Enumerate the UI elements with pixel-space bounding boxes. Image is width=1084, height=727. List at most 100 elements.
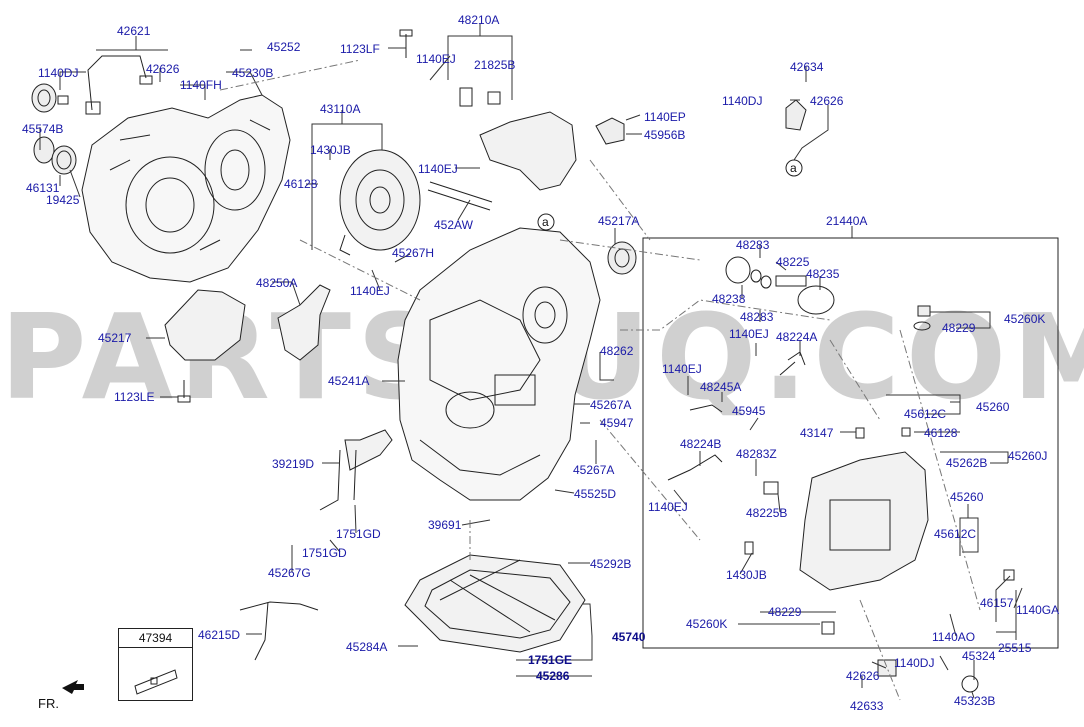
part-label-46128[interactable]: 46128 bbox=[924, 426, 958, 440]
front-arrow bbox=[62, 680, 84, 694]
part-label-45267g[interactable]: 45267G bbox=[268, 566, 311, 580]
part-label-48262[interactable]: 48262 bbox=[600, 344, 634, 358]
part-box-47394[interactable]: 47394 bbox=[118, 628, 193, 701]
part-label-1430jb[interactable]: 1430JB bbox=[726, 568, 767, 582]
part-label-45947[interactable]: 45947 bbox=[600, 416, 634, 430]
part-label-45612c[interactable]: 45612C bbox=[934, 527, 977, 541]
part-label-46157[interactable]: 46157 bbox=[980, 596, 1014, 610]
part-label-45324[interactable]: 45324 bbox=[962, 649, 996, 663]
part-label-1751ge[interactable]: 1751GE bbox=[528, 653, 573, 667]
part-label-48224a[interactable]: 48224A bbox=[776, 330, 818, 344]
part-label-45252[interactable]: 45252 bbox=[267, 40, 301, 54]
part-label-45945[interactable]: 45945 bbox=[732, 404, 766, 418]
part-label-48210a[interactable]: 48210A bbox=[458, 13, 500, 27]
part-label-46128[interactable]: 46128 bbox=[284, 177, 318, 191]
part-label-45230b[interactable]: 45230B bbox=[232, 66, 274, 80]
part-label-48235[interactable]: 48235 bbox=[806, 267, 840, 281]
callout-a-case-letter: a bbox=[542, 215, 549, 229]
part-label-1430jb[interactable]: 1430JB bbox=[310, 143, 351, 157]
part-label-1123le[interactable]: 1123LE bbox=[114, 390, 155, 404]
part-label-42626[interactable]: 42626 bbox=[846, 669, 880, 683]
part-label-1140ep[interactable]: 1140EP bbox=[644, 110, 686, 124]
part-label-45262b[interactable]: 45262B bbox=[946, 456, 988, 470]
part-label-42633[interactable]: 42633 bbox=[850, 699, 884, 713]
part-label-43110a[interactable]: 43110A bbox=[320, 102, 361, 116]
part-label-1140dj[interactable]: 1140DJ bbox=[894, 656, 935, 670]
part-label-1751gd[interactable]: 1751GD bbox=[336, 527, 381, 541]
part-label-45260[interactable]: 45260 bbox=[950, 490, 984, 504]
part-label-48283[interactable]: 48283 bbox=[740, 310, 774, 324]
part-label-1140ga[interactable]: 1140GA bbox=[1016, 603, 1060, 617]
part-label-47394: 47394 bbox=[119, 629, 192, 648]
oil-pan bbox=[404, 554, 586, 653]
part-label-1140dj[interactable]: 1140DJ bbox=[722, 94, 763, 108]
part-label-45956b[interactable]: 45956B bbox=[644, 128, 686, 142]
part-label-45217a[interactable]: 45217A bbox=[598, 214, 640, 228]
part-label-45260k[interactable]: 45260K bbox=[686, 617, 728, 631]
part-label-45267a[interactable]: 45267A bbox=[573, 463, 615, 477]
part-label-45267h[interactable]: 45267H bbox=[392, 246, 435, 260]
part-label-46215d[interactable]: 46215D bbox=[198, 628, 241, 642]
part-label-1140fh[interactable]: 1140FH bbox=[180, 78, 222, 92]
part-label-45292b[interactable]: 45292B bbox=[590, 557, 632, 571]
part-label-48283z[interactable]: 48283Z bbox=[736, 447, 777, 461]
part-label-1751gd[interactable]: 1751GD bbox=[302, 546, 347, 560]
part-label-45241a[interactable]: 45241A bbox=[328, 374, 370, 388]
part-label-1140ej[interactable]: 1140EJ bbox=[418, 162, 458, 176]
part-label-45525d[interactable]: 45525D bbox=[574, 487, 617, 501]
transaxle-case bbox=[397, 227, 601, 501]
part-label-1140ej[interactable]: 1140EJ bbox=[648, 500, 688, 514]
mount-bracket bbox=[164, 289, 246, 361]
callout-a-sensor-letter: a bbox=[790, 161, 797, 175]
part-label-1140dj[interactable]: 1140DJ bbox=[38, 66, 79, 80]
part-label-39691[interactable]: 39691 bbox=[428, 518, 462, 532]
part-label-1140ej[interactable]: 1140EJ bbox=[662, 362, 702, 376]
part-label-48245a[interactable]: 48245A bbox=[700, 380, 742, 394]
part-label-42626[interactable]: 42626 bbox=[810, 94, 844, 108]
part-label-45260j[interactable]: 45260J bbox=[1008, 449, 1048, 463]
part-label-21825b[interactable]: 21825B bbox=[474, 58, 516, 72]
rear-cover bbox=[339, 149, 421, 251]
part-label-46131[interactable]: 46131 bbox=[26, 181, 60, 195]
valve-body bbox=[799, 451, 929, 591]
part-label-45260k[interactable]: 45260K bbox=[1004, 312, 1046, 326]
part-label-1140ej[interactable]: 1140EJ bbox=[416, 52, 456, 66]
part-label-45323b[interactable]: 45323B bbox=[954, 694, 996, 708]
part-label-45740[interactable]: 45740 bbox=[612, 630, 646, 644]
part-label-45612c[interactable]: 45612C bbox=[904, 407, 947, 421]
part-label-48229[interactable]: 48229 bbox=[942, 321, 976, 335]
part-label-48224b[interactable]: 48224B bbox=[680, 437, 722, 451]
part-label-48238[interactable]: 48238 bbox=[712, 292, 746, 306]
part-label-45260[interactable]: 45260 bbox=[976, 400, 1010, 414]
part-label-1123lf[interactable]: 1123LF bbox=[340, 42, 380, 56]
valve-body-group-frame bbox=[642, 237, 1059, 649]
part-label-48283[interactable]: 48283 bbox=[736, 238, 770, 252]
part-label-1140ao[interactable]: 1140AO bbox=[932, 630, 976, 644]
part-label-42621[interactable]: 42621 bbox=[117, 24, 151, 38]
part-label-45267a[interactable]: 45267A bbox=[590, 398, 632, 412]
part-label-25515[interactable]: 25515 bbox=[998, 641, 1032, 655]
part-label-1140ej[interactable]: 1140EJ bbox=[350, 284, 390, 298]
part-label-48225b[interactable]: 48225B bbox=[746, 506, 788, 520]
callout-a-case bbox=[537, 213, 555, 231]
front-direction-label: FR. bbox=[38, 696, 59, 711]
part-label-42634[interactable]: 42634 bbox=[790, 60, 824, 74]
part-label-48225[interactable]: 48225 bbox=[776, 255, 810, 269]
part-label-48250a[interactable]: 48250A bbox=[256, 276, 298, 290]
part-label-45217[interactable]: 45217 bbox=[98, 331, 132, 345]
part-label-1140ej[interactable]: 1140EJ bbox=[729, 327, 769, 341]
part-label-19425[interactable]: 19425 bbox=[46, 193, 80, 207]
part-label-48229[interactable]: 48229 bbox=[768, 605, 802, 619]
part-label-39219d[interactable]: 39219D bbox=[272, 457, 315, 471]
part-label-43147[interactable]: 43147 bbox=[800, 426, 834, 440]
solenoid-assembly bbox=[479, 111, 577, 191]
part-label-21440a[interactable]: 21440A bbox=[826, 214, 868, 228]
part-label-45284a[interactable]: 45284A bbox=[346, 640, 388, 654]
converter-housing bbox=[81, 94, 291, 283]
part-label-42626[interactable]: 42626 bbox=[146, 62, 180, 76]
part-label-452aw[interactable]: 452AW bbox=[434, 218, 473, 232]
part-label-45286[interactable]: 45286 bbox=[536, 669, 570, 683]
part-label-45574b[interactable]: 45574B bbox=[22, 122, 64, 136]
